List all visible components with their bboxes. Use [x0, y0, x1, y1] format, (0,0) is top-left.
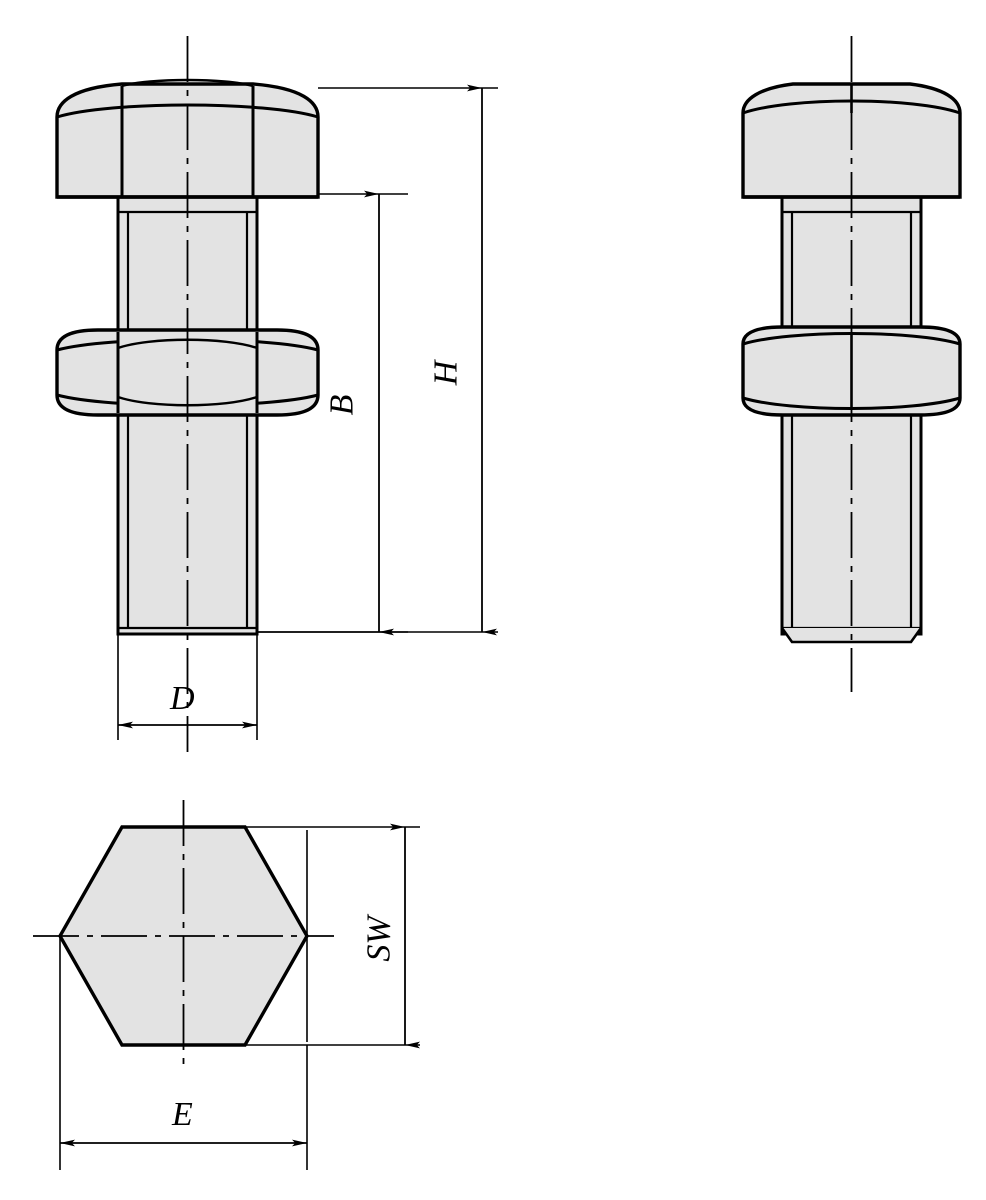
top-view-hex — [33, 800, 334, 1072]
dimension-SW — [245, 823, 420, 1049]
dimension-B — [257, 190, 408, 636]
dim-label-D: D — [170, 680, 195, 717]
dim-label-H: H — [427, 360, 465, 386]
dim-label-E: E — [172, 1096, 193, 1133]
dimension-E — [59, 936, 308, 1170]
front-view-sectioned — [55, 36, 320, 752]
side-view — [741, 36, 962, 692]
dim-label-B: B — [323, 394, 361, 416]
dimension-D — [117, 634, 258, 740]
dim-label-SW: SW — [360, 916, 398, 962]
